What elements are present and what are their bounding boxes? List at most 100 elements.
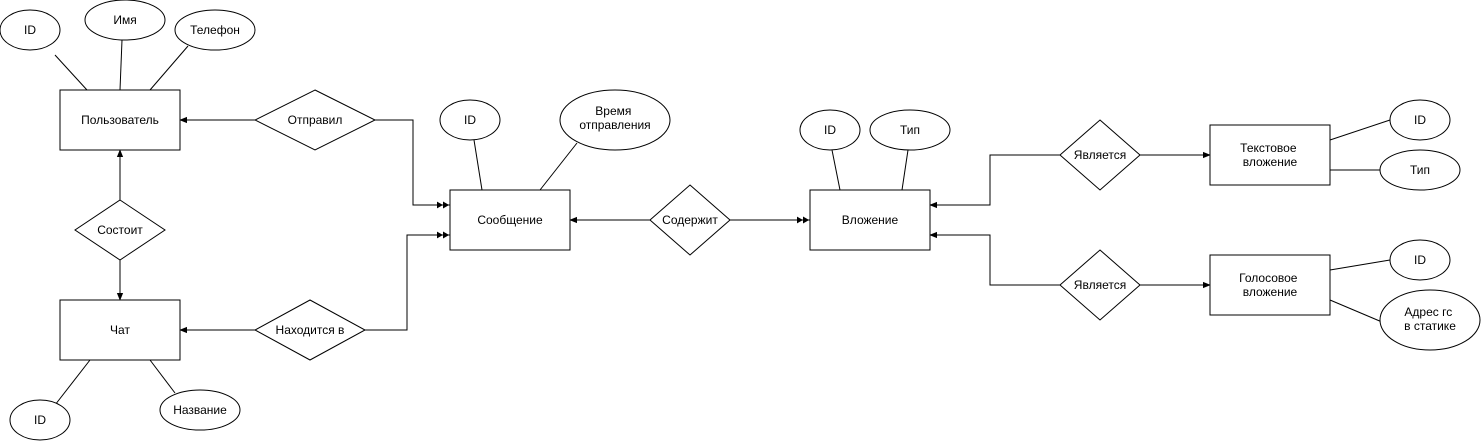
attribute-attachment-id-ellipse (799, 109, 861, 151)
attribute-message-time-ellipse (559, 89, 671, 151)
attribute-chat-id-label: ID (34, 413, 46, 427)
relationship-is-voice[interactable]: Является (1059, 249, 1141, 321)
edge-is-text-to-attachment (929, 154, 1060, 209)
attribute-text-id-ellipse (1389, 99, 1451, 141)
entity-text-attachment-label: Текстовое вложение (1240, 141, 1300, 169)
attribute-text-type-ellipse (1379, 149, 1461, 191)
attribute-user-id-label: ID (24, 23, 36, 37)
connectors (54, 39, 1391, 406)
attribute-user-name-label: Имя (113, 13, 136, 27)
entity-voice-attachment-box (1209, 254, 1331, 316)
attribute-text-id-label: ID (1414, 113, 1426, 127)
attribute-chat-name[interactable]: Название (159, 389, 241, 431)
entity-voice-attachment[interactable]: Голосовое вложение (1209, 254, 1331, 316)
attribute-chat-name-label: Название (173, 403, 227, 417)
entity-voice-attachment-line-1: Голосовое (1239, 271, 1298, 285)
attribute-chat-id-ellipse (9, 399, 71, 441)
relationship-is-text[interactable]: Является (1059, 119, 1141, 191)
relationship-located-in-label: Находится в (276, 323, 345, 337)
relationship-contains-label: Содержит (662, 213, 718, 227)
attribute-attachment-type-ellipse (869, 109, 951, 151)
attribute-user-phone-ellipse (174, 9, 256, 51)
edge-sent-to-message (375, 119, 450, 209)
attribute-chat-id[interactable]: ID (9, 399, 71, 441)
entity-text-attachment-box (1209, 124, 1331, 186)
entity-user[interactable]: Пользователь (59, 89, 181, 151)
entity-chat-label: Чат (110, 323, 130, 337)
attribute-message-id-label: ID (464, 113, 476, 127)
relationship-located-in-diamond (253, 299, 367, 361)
entity-attachment[interactable]: Вложение (809, 189, 931, 251)
attribute-message-id[interactable]: ID (439, 99, 501, 141)
edge-located-to-message (365, 231, 450, 331)
entity-text-attachment[interactable]: Текстовое вложение (1209, 124, 1331, 186)
attribute-text-type-label: Тип (1410, 163, 1430, 177)
connector-chat-name (149, 359, 176, 394)
attribute-attachment-type[interactable]: Тип (869, 109, 951, 151)
entity-message-box (449, 189, 571, 251)
relationship-contains-diamond (649, 184, 731, 256)
attribute-voice-address[interactable]: Адрес гс в статике (1379, 289, 1481, 351)
attribute-user-id-ellipse (0, 9, 61, 51)
relationship-sent-label: Отправил (288, 113, 343, 127)
connector-text-id (1329, 119, 1391, 141)
attribute-voice-id-ellipse (1389, 239, 1451, 281)
relationship-located-in[interactable]: Находится в (253, 299, 367, 361)
attribute-user-phone[interactable]: Телефон (174, 9, 256, 51)
relationship-is-voice-diamond (1059, 249, 1141, 321)
attribute-message-time-line-1: Время (595, 104, 631, 118)
entity-chat[interactable]: Чат (59, 299, 181, 361)
attribute-user-phone-label: Телефон (190, 23, 240, 37)
attribute-voice-id[interactable]: ID (1389, 239, 1451, 281)
attribute-message-time-label: Время отправления (579, 104, 650, 132)
entity-voice-attachment-line-2: вложение (1243, 285, 1298, 299)
attribute-text-id[interactable]: ID (1389, 99, 1451, 141)
connector-user-phone (149, 45, 189, 91)
attribute-user-id[interactable]: ID (0, 9, 61, 51)
attribute-user-name[interactable]: Имя (84, 0, 166, 41)
relationship-contains[interactable]: Содержит (649, 184, 731, 256)
entity-message[interactable]: Сообщение (449, 189, 571, 251)
attribute-user-name-ellipse (84, 0, 166, 41)
connector-voice-id (1329, 259, 1391, 271)
entity-attachment-box (809, 189, 931, 251)
entity-text-attachment-line-1: Текстовое (1240, 141, 1297, 155)
connector-message-time (539, 142, 578, 191)
attribute-voice-address-line-2: в статике (1404, 319, 1456, 333)
connector-message-id (473, 139, 483, 191)
attribute-attachment-type-label: Тип (900, 123, 920, 137)
entity-attachment-label: Вложение (842, 213, 899, 227)
connector-user-id (54, 54, 88, 91)
relationship-is-text-diamond (1059, 119, 1141, 191)
connector-attachment-type (901, 149, 909, 191)
entity-user-label: Пользователь (81, 113, 159, 127)
attribute-message-time[interactable]: Время отправления (559, 89, 671, 151)
attribute-message-time-line-2: отправления (579, 118, 650, 132)
attribute-text-type[interactable]: Тип (1379, 149, 1461, 191)
relationship-sent[interactable]: Отправил (253, 89, 377, 151)
attribute-voice-address-label: Адрес гс в статике (1404, 305, 1456, 333)
attribute-attachment-id-label: ID (824, 123, 836, 137)
attribute-chat-name-ellipse (159, 389, 241, 431)
attribute-voice-address-ellipse (1379, 289, 1481, 351)
relationship-consists-label: Состоит (97, 223, 143, 237)
relationship-consists-diamond (74, 199, 166, 261)
connector-attachment-id (831, 149, 841, 191)
edge-is-voice-to-attachment (929, 231, 1060, 286)
entity-message-label: Сообщение (477, 213, 543, 227)
attribute-attachment-id[interactable]: ID (799, 109, 861, 151)
entity-user-box (59, 89, 181, 151)
attribute-voice-id-label: ID (1414, 253, 1426, 267)
relationship-sent-diamond (253, 89, 377, 151)
entity-chat-box (59, 299, 181, 361)
relationship-is-voice-label: Является (1074, 278, 1126, 292)
connector-voice-address (1329, 299, 1383, 323)
relationship-consists[interactable]: Состоит (74, 199, 166, 261)
attribute-voice-address-line-1: Адрес гс (1404, 305, 1452, 319)
connector-chat-id (54, 359, 91, 406)
attribute-message-id-ellipse (439, 99, 501, 141)
connector-user-name (119, 39, 123, 91)
relationship-is-text-label: Является (1074, 148, 1126, 162)
entity-text-attachment-line-2: вложение (1243, 155, 1298, 169)
